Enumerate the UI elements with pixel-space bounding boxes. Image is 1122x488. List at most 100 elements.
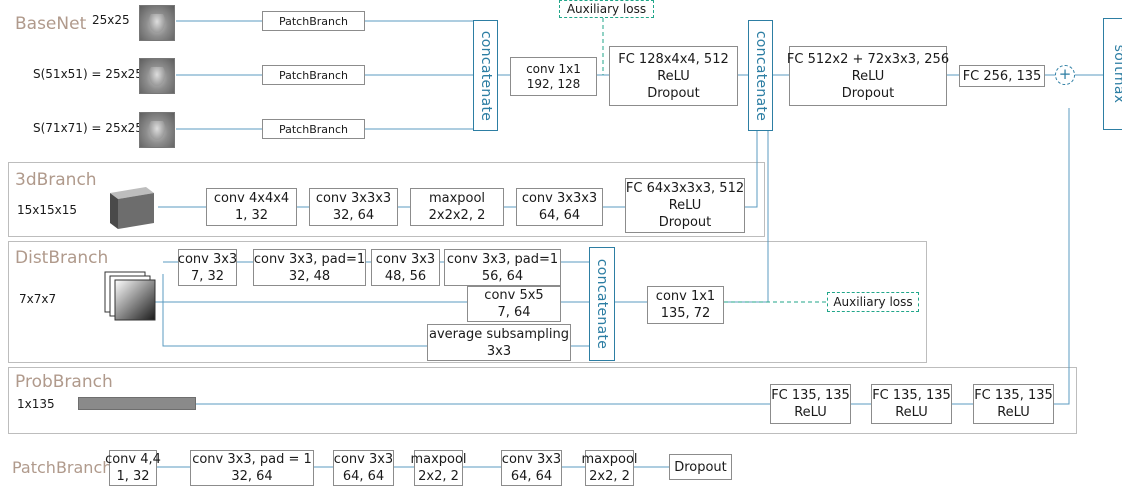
3dbranch-layer-2: conv 3x3x3 32, 64	[309, 188, 398, 226]
patchbranch-layer-6-line1: maxpool	[581, 452, 638, 467]
probbranch-fc-3: FC 135, 135 ReLU	[973, 384, 1054, 424]
patchbranch-layer-1-line2: 1, 32	[116, 469, 150, 484]
basenet-fc1: FC 128x4x4, 512 ReLU Dropout	[609, 46, 738, 106]
auxiliary-loss-dist: Auxiliary loss	[827, 292, 919, 312]
3dbranch-layer-2-line2: 32, 64	[332, 208, 375, 223]
basenet-conv1x1-line1: conv 1x1	[526, 61, 581, 76]
3dbranch-layer-1-line2: 1, 32	[234, 208, 269, 223]
3dbranch-layer-4: conv 3x3x3 64, 64	[516, 188, 603, 226]
3dbranch-input: 15x15x15	[17, 203, 78, 217]
distbranch-a-1: conv 3x3 7, 32	[178, 249, 237, 286]
patchbranch-layer-6: maxpool 2x2, 2	[581, 450, 638, 486]
cube-icon	[110, 187, 154, 229]
distbranch-input: 7x7x7	[19, 292, 57, 306]
distbranch-c-line1: average subsampling	[429, 326, 569, 342]
basenet-fc2-line1: FC 512x2 + 72x3x3, 256	[786, 51, 950, 67]
distbranch-a-3-line2: 48, 56	[384, 268, 427, 284]
patchbranch-layer-1-line1: conv 4,4	[105, 452, 161, 467]
patchbranch-layer-5-line2: 64, 64	[510, 469, 553, 484]
basenet-concatenate-1-label: concatenate	[477, 30, 494, 121]
basenet-conv1x1-line2: 192, 128	[526, 76, 581, 91]
distbranch-b: conv 5x5 7, 64	[467, 286, 561, 322]
patchbranch-layer-5: conv 3x3 64, 64	[501, 450, 562, 486]
distbranch-conv1x1-line2: 135, 72	[660, 306, 711, 321]
distbranch-a-4: conv 3x3, pad=1 56, 64	[444, 249, 561, 286]
distbranch-b-line1: conv 5x5	[484, 288, 544, 303]
basenet-input-3: S(71x71) = 25x25	[33, 121, 143, 135]
distbranch-a-3-line1: conv 3x3	[375, 251, 436, 267]
basenet-fc2: FC 512x2 + 72x3x3, 256 ReLU Dropout	[786, 46, 950, 106]
distbranch-a-4-line2: 56, 64	[481, 268, 524, 284]
distbranch-a-1-line2: 7, 32	[190, 268, 225, 284]
3dbranch-layer-1: conv 4x4x4 1, 32	[206, 188, 297, 226]
3dbranch-panel	[8, 162, 765, 237]
patch-image-2	[139, 58, 175, 94]
distbranch-panel	[8, 241, 927, 363]
patchbranch-layer-4-line1: maxpool	[410, 452, 467, 467]
patchbranch-block-2: PatchBranch	[262, 65, 365, 85]
probbranch-title: ProbBranch	[15, 372, 113, 392]
3dbranch-layer-3-line1: maxpool	[428, 191, 486, 206]
3dbranch-title: 3dBranch	[15, 170, 97, 190]
sum-node: +	[1055, 65, 1075, 85]
basenet-concatenate-1: concatenate	[473, 20, 498, 131]
stacked-slices-icon	[104, 271, 156, 321]
auxiliary-loss-top: Auxiliary loss	[559, 0, 654, 18]
softmax-label: softmax	[1110, 44, 1122, 104]
distbranch-a-1-line1: conv 3x3	[177, 251, 238, 267]
patchbranch-layer-6-line2: 2x2, 2	[589, 469, 630, 484]
basenet-input-2: S(51x51) = 25x25	[33, 67, 143, 81]
probbranch-fc-2-line2: ReLU	[895, 405, 928, 420]
patchbranch-layer-1: conv 4,4 1, 32	[105, 450, 161, 486]
basenet-fc1-line2: ReLU	[657, 68, 690, 84]
3dbranch-layer-1-line1: conv 4x4x4	[213, 191, 290, 206]
basenet-fc3: FC 256, 135	[959, 65, 1045, 87]
patchbranch-layer-3-line2: 64, 64	[342, 469, 385, 484]
distbranch-a-2-line2: 32, 48	[288, 268, 331, 284]
probbranch-fc-2: FC 135, 135 ReLU	[871, 384, 952, 424]
distbranch-concatenate-label: concatenate	[594, 258, 610, 350]
distbranch-a-3: conv 3x3 48, 56	[371, 249, 440, 286]
patch-image-3	[139, 112, 175, 148]
patchbranch-layer-2-line2: 32, 64	[231, 469, 273, 484]
probbranch-input: 1x135	[17, 397, 55, 411]
distbranch-conv1x1: conv 1x1 135, 72	[647, 286, 724, 324]
distbranch-b-line2: 7, 64	[497, 305, 531, 320]
softmax-block: softmax	[1103, 18, 1122, 130]
3dbranch-fc-line1: FC 64x3x3x3, 512	[625, 181, 745, 196]
probability-vector-bar	[78, 397, 196, 410]
distbranch-title: DistBranch	[15, 248, 109, 268]
distbranch-a-2-line1: conv 3x3, pad=1	[253, 251, 366, 267]
basenet-concatenate-2: concatenate	[748, 20, 773, 131]
distbranch-conv1x1-line1: conv 1x1	[655, 289, 716, 304]
3dbranch-layer-4-line2: 64, 64	[538, 208, 581, 223]
3dbranch-layer-3: maxpool 2x2x2, 2	[410, 188, 504, 226]
probbranch-fc-3-line1: FC 135, 135	[974, 388, 1053, 403]
basenet-input-1: 25x25	[92, 13, 130, 27]
distbranch-a-2: conv 3x3, pad=1 32, 48	[253, 249, 366, 286]
probbranch-fc-1-line1: FC 135, 135	[771, 388, 850, 403]
probbranch-fc-1-line2: ReLU	[794, 405, 827, 420]
patchbranch-layer-7: Dropout	[669, 454, 732, 480]
patchbranch-layer-3: conv 3x3 64, 64	[333, 450, 394, 486]
probbranch-fc-1: FC 135, 135 ReLU	[770, 384, 851, 424]
3dbranch-layer-4-line1: conv 3x3x3	[521, 191, 598, 206]
patchbranch-title: PatchBranch	[12, 458, 113, 477]
patchbranch-block-3: PatchBranch	[262, 119, 365, 139]
probbranch-fc-2-line1: FC 135, 135	[872, 388, 951, 403]
distbranch-c-line2: 3x3	[486, 343, 512, 359]
distbranch-concatenate: concatenate	[589, 247, 615, 361]
3dbranch-layer-3-line2: 2x2x2, 2	[428, 208, 486, 223]
3dbranch-layer-2-line1: conv 3x3x3	[315, 191, 392, 206]
basenet-fc1-line1: FC 128x4x4, 512	[618, 51, 729, 67]
basenet-fc2-line2: ReLU	[851, 68, 885, 84]
patchbranch-layer-3-line1: conv 3x3	[333, 452, 394, 467]
patchbranch-layer-2-line1: conv 3x3, pad = 1	[192, 452, 312, 467]
basenet-title: BaseNet	[15, 14, 87, 34]
patchbranch-layer-4-line2: 2x2, 2	[418, 469, 459, 484]
basenet-fc2-line3: Dropout	[841, 85, 895, 101]
distbranch-c: average subsampling 3x3	[427, 324, 571, 361]
patchbranch-layer-4: maxpool 2x2, 2	[410, 450, 467, 486]
